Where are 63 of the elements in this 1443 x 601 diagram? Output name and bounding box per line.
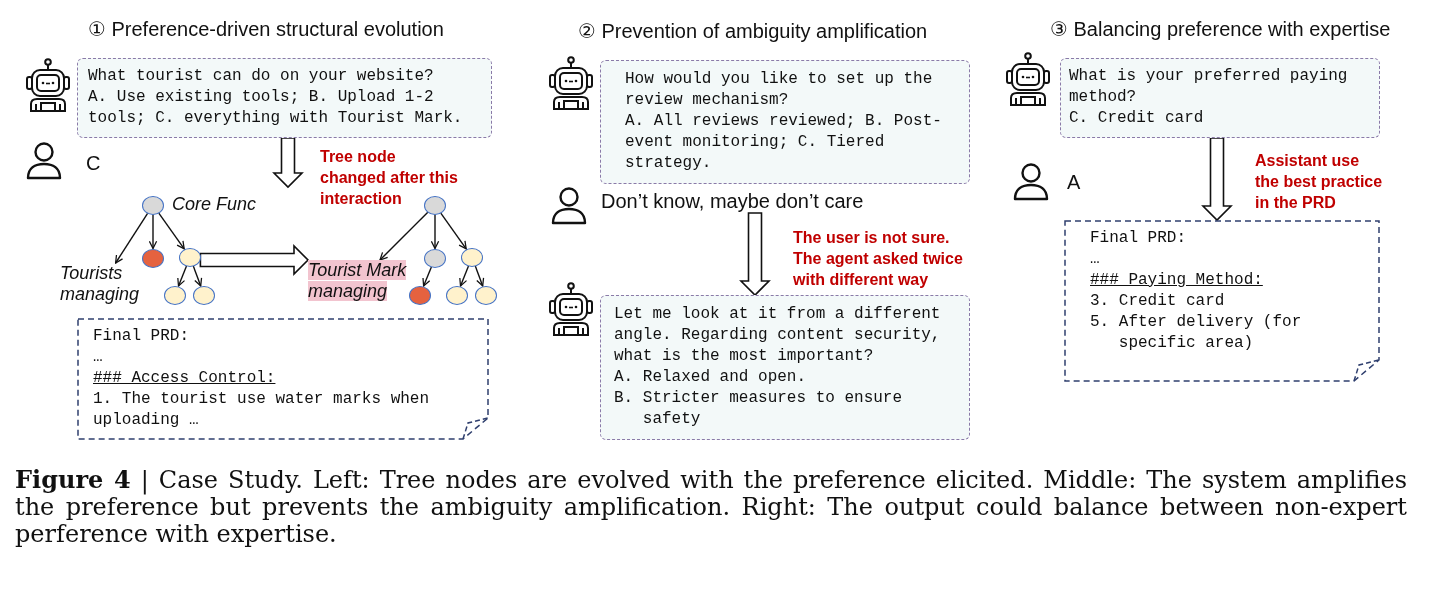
arrow: [192, 265, 203, 287]
tree-node: [475, 285, 497, 305]
document-text: 5. After delivery (for specific area): [1090, 312, 1303, 354]
message-text: Let me look at it from a different angle. Regarding content security, what is the most important?: [614, 304, 942, 367]
tree-node: [164, 285, 186, 305]
tree-node: [142, 195, 164, 215]
document-text: 3. Credit card: [1090, 291, 1226, 312]
node-label: Tourists managing: [60, 263, 144, 305]
arrow: [158, 212, 185, 250]
message-text: What tourist can do on your website?: [88, 66, 435, 87]
panel-title: ① Preference-driven structural evolution: [88, 17, 444, 41]
tree-node: [446, 285, 468, 305]
document-box: [1064, 220, 1380, 382]
message-text: B. Stricter measures to ensure safety: [614, 388, 904, 430]
arrow: [379, 211, 429, 261]
tree-node: [193, 285, 215, 305]
section-heading: ### Access Control:: [93, 368, 277, 389]
reply-text: A: [1067, 171, 1081, 194]
document-box: [77, 318, 489, 440]
tree-node: [409, 285, 431, 305]
tree-node: [424, 248, 446, 268]
arrow: [440, 212, 467, 250]
node-caption: Core Func: [172, 194, 257, 215]
document-text: Final PRD:: [1090, 228, 1187, 249]
arrow: [459, 265, 470, 287]
tree-node: [142, 248, 164, 268]
message-box: [600, 295, 970, 440]
message-text: What is your preferred paying method?: [1069, 66, 1349, 108]
message-box: [600, 60, 970, 184]
message-box: [1060, 58, 1380, 138]
node-label: Tourist Mark managing: [308, 260, 410, 302]
block-arrow: [1201, 137, 1233, 222]
message-text: A. Use existing tools; B. Upload 1-2 tools; C. everything with Tourist Mark.: [88, 87, 464, 129]
message-box: [77, 58, 492, 138]
block-arrow: [199, 244, 310, 276]
annotation-text: The user is not sure. The agent asked twice with different way: [793, 228, 964, 290]
document-text: …: [1090, 249, 1101, 270]
message-text: C. Credit card: [1069, 108, 1205, 129]
annotation-text: Tree node changed after this interaction: [320, 147, 459, 209]
panel-title: ③ Balancing preference with expertise: [1050, 17, 1391, 41]
message-text: A. All reviews reviewed; B. Post-event monitoring; C. Tiered strategy.: [625, 111, 943, 174]
tree-node: [461, 247, 483, 267]
tree-node: [179, 247, 201, 267]
tree-node: [424, 195, 446, 215]
arrow: [430, 213, 440, 250]
annotation-text: Assistant use the best practice in the PRD: [1255, 151, 1384, 213]
reply-text: Don’t know, maybe don’t care: [601, 190, 1001, 213]
arrow: [114, 212, 149, 264]
reply-text: C: [86, 152, 101, 175]
panel-title: ② Prevention of ambiguity amplification: [578, 19, 928, 43]
figure-caption: Figure 4 | Case Study. Left: Tree nodes are evolved with the preference elicited. Middle: The system amplifies the preference but prevents the ambiguity amplification. Right: The output could balance between non-expert perference with expertise.: [15, 466, 1407, 548]
message-text: A. Relaxed and open.: [614, 367, 808, 388]
arrow: [177, 265, 188, 287]
block-arrow: [739, 212, 771, 297]
section-heading: ### Paying Method:: [1090, 270, 1264, 291]
arrow: [474, 265, 485, 287]
arrow: [422, 266, 433, 287]
document-text: Final PRD:: [93, 326, 190, 347]
block-arrow: [272, 137, 304, 189]
message-text: How would you like to set up the review mechanism?: [625, 69, 934, 111]
document-text: 1. The tourist use water marks when uploading …: [93, 389, 431, 431]
document-text: …: [93, 347, 104, 368]
arrow: [148, 213, 158, 250]
